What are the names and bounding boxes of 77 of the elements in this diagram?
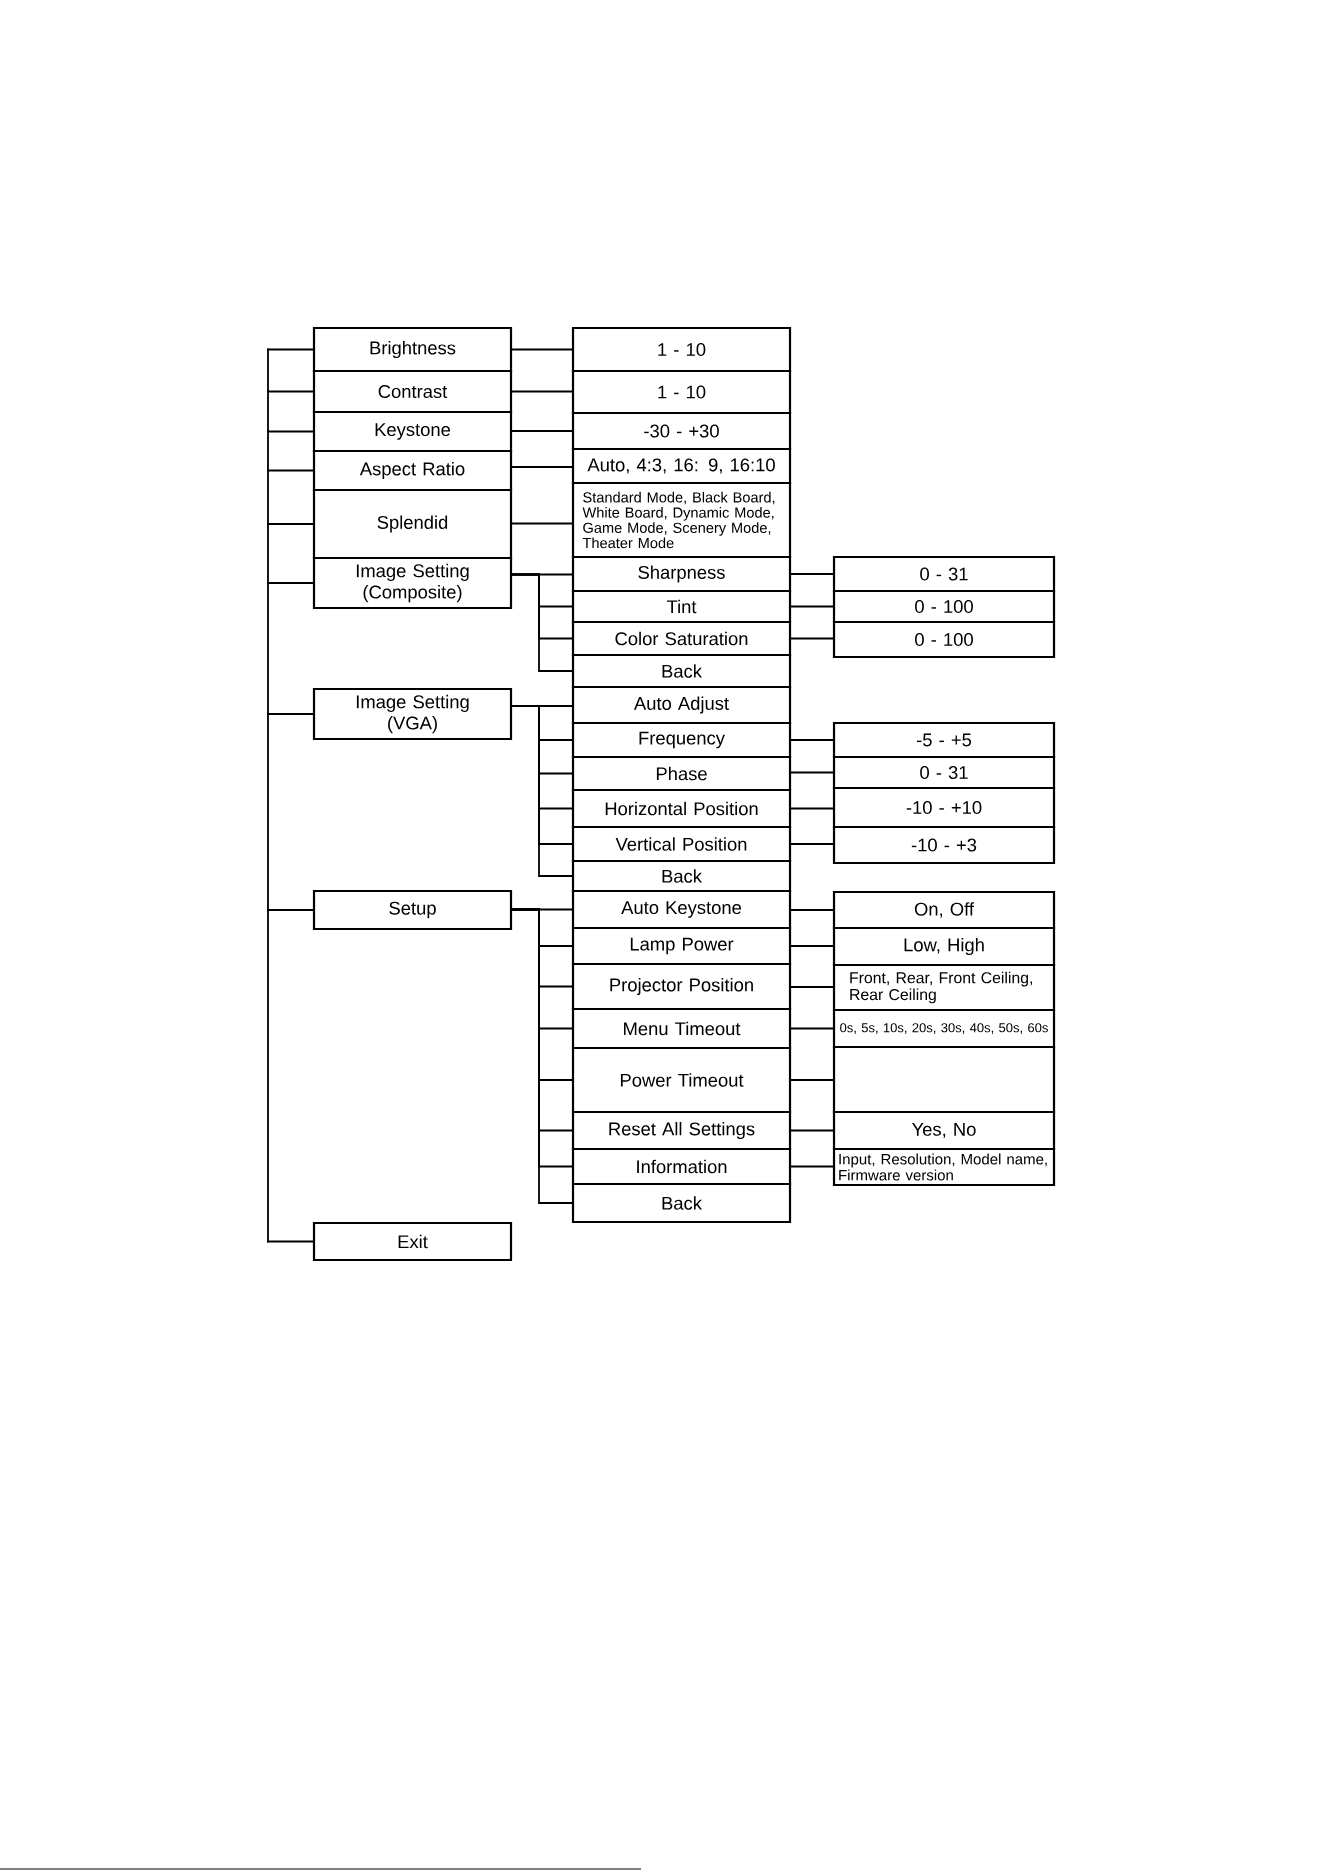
value-box: 1 - 10: [571, 369, 792, 415]
submenu-item-box: Tint: [571, 589, 792, 624]
connector-line: [267, 909, 314, 911]
value-box: 0 - 100: [832, 620, 1056, 659]
submenu-item-box: Auto Adjust: [571, 685, 792, 725]
submenu-item-box: Information: [571, 1147, 792, 1186]
connector-line: [267, 348, 269, 1243]
value-box: Input, Resolution, Model name, Firmware version: [832, 1147, 1056, 1187]
submenu-item-box: Back: [571, 1182, 792, 1224]
value-box: -5 - +5: [832, 721, 1056, 759]
connector-line: [790, 843, 834, 845]
submenu-item-box: Sharpness: [571, 555, 792, 593]
connector-line: [790, 771, 834, 774]
connector-line: [790, 807, 834, 810]
value-box: -10 - +3: [832, 825, 1056, 865]
value-box: -30 - +30: [571, 411, 792, 451]
submenu-item-box: Color Saturation: [571, 620, 792, 657]
submenu-item-box: Back: [571, 653, 792, 689]
connector-line: [790, 605, 834, 608]
connector-line: [511, 522, 573, 525]
submenu-item-box: Phase: [571, 755, 792, 792]
connector-line: [511, 430, 573, 432]
value-box: 0 - 100: [832, 589, 1056, 624]
connector-line: [790, 573, 834, 575]
menu-item-box: Keystone: [312, 410, 513, 453]
value-box: -10 - +10: [832, 786, 1056, 829]
value-box: Standard Mode, Black Board, White Board, Dynamic Mode, Game Mode, Scenery Mode, Theater Mode: [571, 481, 792, 559]
menu-item-box: Image Setting (Composite): [312, 556, 513, 610]
connector-line: [511, 390, 573, 393]
menu-item-box: Aspect Ratio: [312, 449, 513, 492]
connector-line: [267, 582, 314, 584]
connector-line: [267, 390, 314, 393]
value-box: Yes, No: [832, 1110, 1056, 1151]
connector-line: [790, 637, 834, 640]
submenu-item-box: Reset All Settings: [571, 1110, 792, 1151]
connector-line: [511, 573, 573, 672]
submenu-item-box: Power Timeout: [571, 1046, 792, 1114]
menu-item-box: Exit: [312, 1221, 513, 1262]
menu-item-box: Contrast: [312, 369, 513, 414]
submenu-item-box: Back: [571, 859, 792, 893]
submenu-item-box: Menu Timeout: [571, 1007, 792, 1050]
connector-line: [790, 1079, 834, 1081]
connector-line: [267, 1240, 314, 1243]
submenu-item-box: Horizontal Position: [571, 788, 792, 829]
connector-line: [790, 1027, 834, 1030]
connector-line: [790, 945, 834, 947]
connector-line: [511, 705, 573, 877]
submenu-item-box: Vertical Position: [571, 825, 792, 863]
value-box: Low, High: [832, 926, 1056, 967]
connector-line: [790, 1165, 834, 1168]
value-box: 0 - 31: [832, 755, 1056, 790]
connector-line: [267, 469, 314, 472]
submenu-item-box: Lamp Power: [571, 926, 792, 966]
value-box: Front, Rear, Front Ceiling, Rear Ceiling: [832, 963, 1056, 1012]
connector-line: [790, 986, 834, 988]
submenu-item-box: Auto Keystone: [571, 889, 792, 930]
connector-line: [267, 348, 314, 351]
empty-value-box: [832, 1045, 1056, 1114]
value-box: On, Off: [832, 890, 1056, 930]
menu-item-box: Image Setting (VGA): [312, 687, 513, 741]
connector-line: [511, 466, 573, 468]
menu-item-box: Splendid: [312, 488, 513, 560]
connector-line: [267, 430, 314, 433]
menu-item-box: Setup: [312, 889, 513, 931]
value-box: 0s, 5s, 10s, 20s, 30s, 40s, 50s, 60s: [832, 1008, 1056, 1049]
value-box: 0 - 31: [832, 555, 1056, 593]
submenu-item-box: Frequency: [571, 721, 792, 759]
connector-line: [267, 523, 314, 525]
value-box: Auto, 4:3, 16: 9, 16:10: [571, 447, 792, 485]
value-box: 1 - 10: [571, 326, 792, 373]
connector-line: [790, 909, 834, 911]
connector-line: [267, 713, 314, 715]
submenu-item-box: Projector Position: [571, 962, 792, 1011]
connector-line: [790, 1129, 834, 1132]
connector-line: [790, 739, 834, 741]
menu-item-box: Brightness: [312, 326, 513, 373]
connector-line: [511, 348, 573, 351]
